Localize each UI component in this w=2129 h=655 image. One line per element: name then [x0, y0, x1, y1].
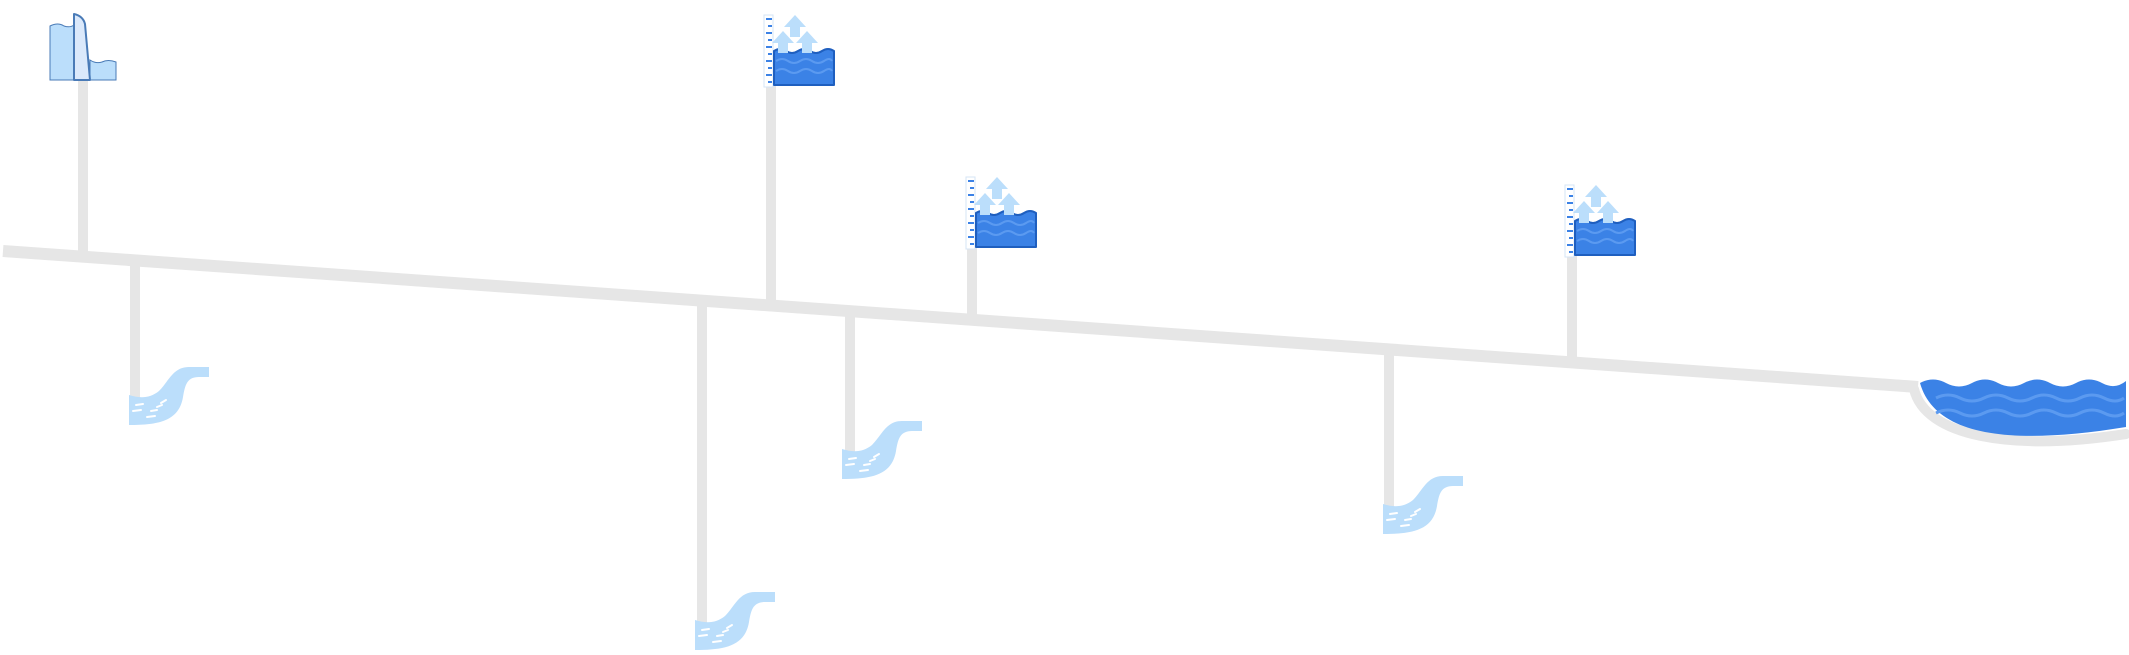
icon-layer [49, 13, 2129, 651]
reservoir-release-icon [1564, 184, 1636, 258]
reservoir-release-icon [763, 14, 835, 88]
branch-layer [78, 80, 1577, 632]
reservoir-release-icon [965, 176, 1037, 250]
tributary-stream-icon [1382, 475, 1464, 535]
main-river-line [2, 245, 1919, 393]
lake-icon [1909, 379, 2129, 447]
dam-icon [49, 13, 117, 81]
river-layer [2, 245, 1919, 393]
tributary-stream-icon [128, 366, 210, 426]
